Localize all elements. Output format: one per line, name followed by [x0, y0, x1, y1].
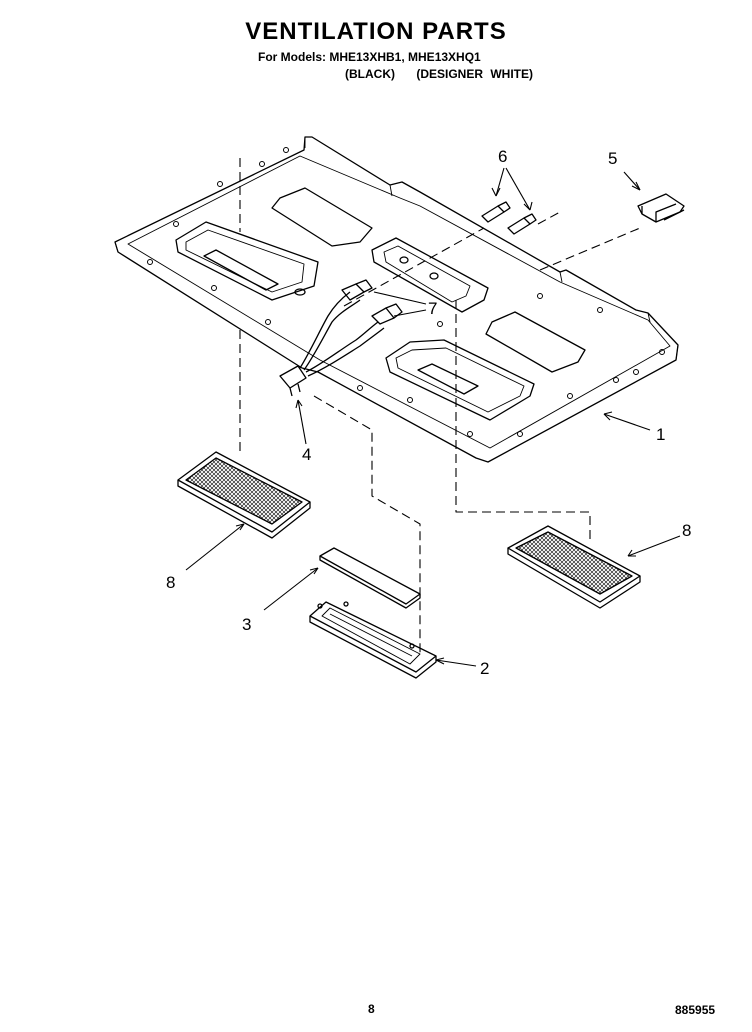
callout-5: 5 [608, 149, 617, 168]
models-line: For Models: MHE13XHB1, MHE13XHQ1 [258, 50, 481, 64]
page-number: 8 [368, 1002, 375, 1016]
vent-plate [114, 136, 679, 463]
variant-black: (BLACK) [345, 67, 395, 81]
callout-2: 2 [480, 659, 489, 678]
page-title: VENTILATION PARTS [245, 18, 507, 45]
model-variants: (BLACK) (DESIGNER WHITE) [345, 67, 547, 81]
callout-7: 7 [428, 299, 437, 318]
callout-8-left: 8 [166, 573, 175, 592]
vent-panel [319, 547, 421, 609]
variant-white: (DESIGNER WHITE) [416, 67, 534, 81]
wire-harness [279, 279, 403, 397]
document-number: 885955 [675, 1003, 716, 1017]
callout-1: 1 [656, 425, 665, 444]
assembly-lines [239, 158, 641, 654]
callout-4: 4 [302, 445, 311, 464]
callout-8-right: 8 [682, 521, 691, 540]
light-bulbs [481, 201, 537, 235]
grease-filter-right [507, 525, 641, 609]
callout-3: 3 [242, 615, 251, 634]
callout-6: 6 [498, 147, 507, 166]
vent-grille [309, 601, 437, 679]
grease-filter-left [177, 451, 311, 539]
lens-cover [637, 193, 685, 223]
callout-leaders [185, 167, 681, 667]
